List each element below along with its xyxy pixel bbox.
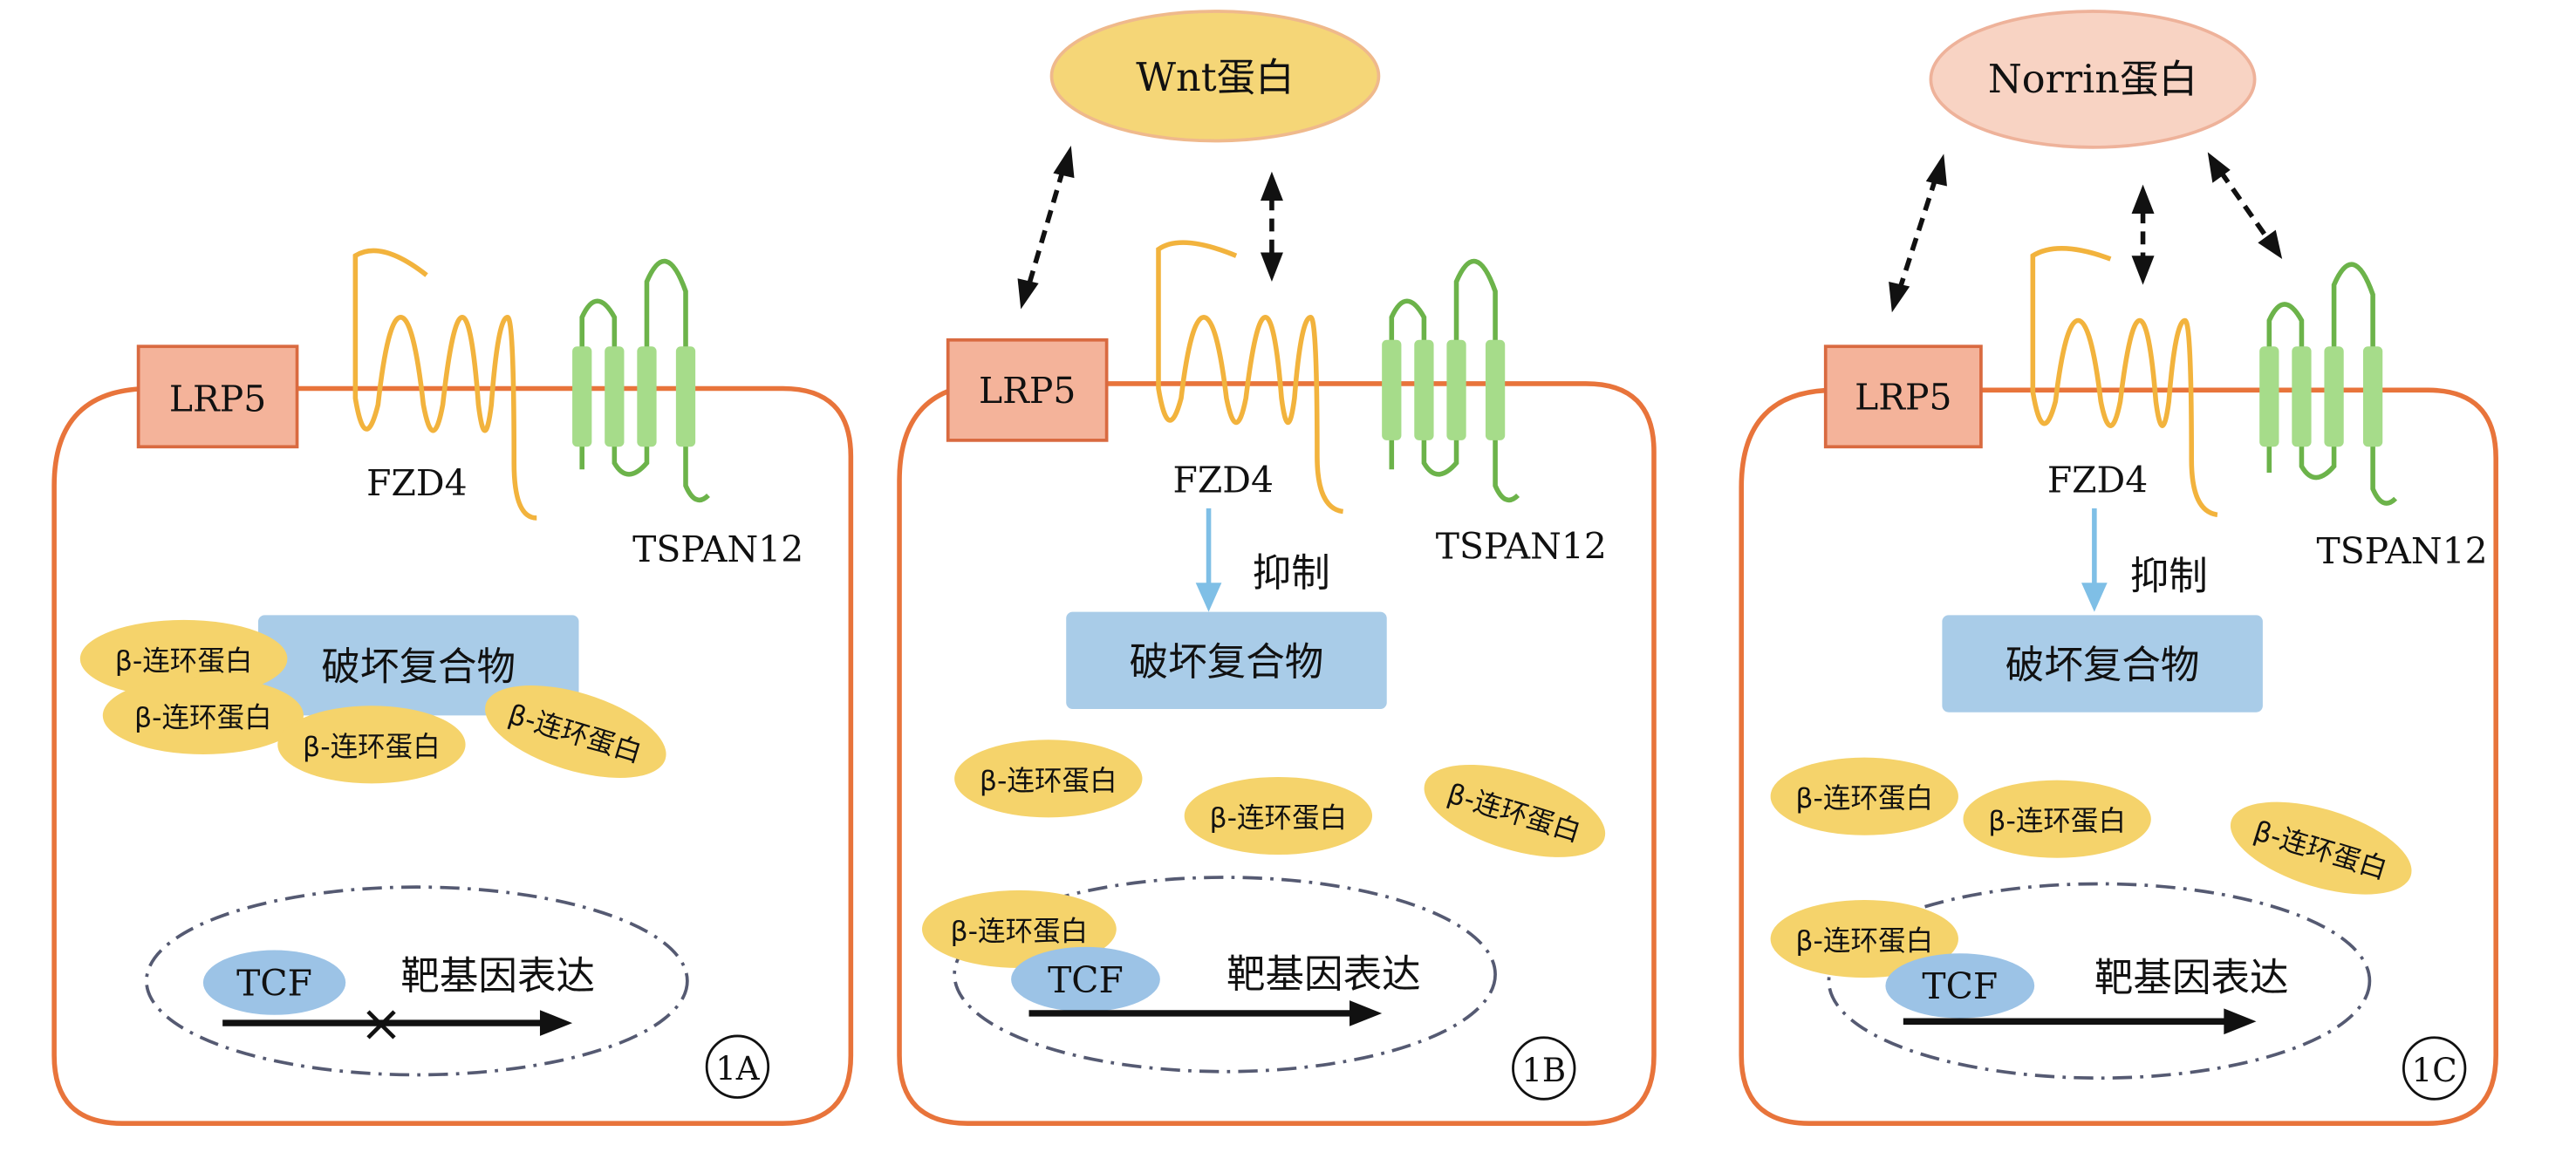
binding-arrow <box>1260 171 1283 282</box>
tspan12-label: TSPAN12 <box>2316 530 2487 572</box>
fzd4-label: FZD4 <box>366 462 467 504</box>
lrp5-label: LRP5 <box>169 378 266 419</box>
destruction-complex: 破坏复合物 <box>1942 615 2263 712</box>
svg-text:β-连环蛋白: β-连环蛋白 <box>1988 806 2126 837</box>
inhibit-label: 抑制 <box>2130 554 2208 599</box>
svg-text:破坏复合物: 破坏复合物 <box>321 644 516 690</box>
target-gene-label: 靶基因表达 <box>400 953 595 999</box>
binding-arrow <box>1889 153 1947 313</box>
panel-1b: Wnt蛋白 LRP5 FZD4 TSPAN12 <box>897 10 1657 1126</box>
norrin-protein: Norrin蛋白 <box>1929 10 2257 149</box>
fzd4-receptor <box>1156 240 1344 515</box>
svg-text:TCF: TCF <box>1922 965 1998 1007</box>
tspan12-label: TSPAN12 <box>632 528 803 570</box>
nucleus <box>145 885 689 1077</box>
beta-catenin: β-连环蛋白 <box>2230 801 2412 895</box>
beta-catenin: β-连环蛋白 <box>1770 757 1958 835</box>
destruction-complex: 破坏复合物 <box>257 615 579 716</box>
beta-catenin: β-连环蛋白 <box>1770 900 1958 978</box>
transcription-arrow <box>1028 1000 1383 1026</box>
inhibit-label: 抑制 <box>1253 550 1330 596</box>
block-mark: × <box>359 994 403 1054</box>
svg-text:β-连环蛋白: β-连环蛋白 <box>303 732 441 763</box>
destruction-complex: 破坏复合物 <box>1066 611 1387 709</box>
tcf: TCF <box>1011 946 1160 1012</box>
beta-catenin: β-连环蛋白 <box>277 706 466 784</box>
beta-catenin: β-连环蛋白 <box>1184 776 1373 856</box>
fzd4-label: FZD4 <box>1173 459 1274 501</box>
beta-catenin: β-连环蛋白 <box>1963 780 2151 858</box>
svg-text:TCF: TCF <box>236 963 312 1005</box>
inhibit-arrow <box>2081 508 2108 612</box>
lrp5-label: LRP5 <box>979 370 1076 412</box>
binding-arrow <box>2131 184 2155 285</box>
cell-membrane <box>1739 387 2498 1126</box>
nucleus <box>1827 882 2372 1081</box>
panel-1a: LRP5 FZD4 TSPAN12 破坏复合物 β-连环蛋白 β-连环蛋白 β-… <box>51 248 854 1126</box>
target-gene-label: 靶基因表达 <box>1227 951 1421 997</box>
svg-text:β-连环蛋白: β-连环蛋白 <box>1795 783 1933 815</box>
binding-arrow <box>2207 152 2283 259</box>
fzd4-receptor <box>352 248 537 521</box>
lrp5-label: LRP5 <box>1855 377 1951 419</box>
tcf: TCF <box>202 950 346 1015</box>
svg-text:β-连环蛋白: β-连环蛋白 <box>1210 802 1348 834</box>
svg-text:β-连环蛋白: β-连环蛋白 <box>134 702 272 733</box>
svg-text:1A: 1A <box>715 1050 761 1087</box>
fzd4-label: FZD4 <box>2047 459 2148 501</box>
svg-text:Wnt蛋白: Wnt蛋白 <box>1136 55 1294 100</box>
svg-text:1C: 1C <box>2412 1052 2457 1089</box>
tcf: TCF <box>1885 953 2035 1019</box>
svg-text:破坏复合物: 破坏复合物 <box>1130 639 1324 685</box>
cell-membrane <box>897 381 1657 1126</box>
beta-catenin: β-连环蛋白 <box>1424 764 1606 857</box>
lrp5-receptor: LRP5 <box>946 337 1109 442</box>
lrp5-receptor: LRP5 <box>136 344 299 449</box>
cell-membrane <box>51 385 854 1126</box>
beta-catenin: β-连环蛋白 <box>954 740 1143 818</box>
beta-catenin: β-连环蛋白 <box>102 676 304 754</box>
svg-text:1B: 1B <box>1521 1052 1566 1089</box>
blocked-transcription-arrow <box>222 1010 573 1036</box>
panel-label-1b: 1B <box>1512 1036 1576 1101</box>
panel-label-1a: 1A <box>705 1034 770 1099</box>
target-gene-label: 靶基因表达 <box>2094 955 2289 1000</box>
inhibit-arrow <box>1195 508 1222 612</box>
tspan12-receptor <box>2259 262 2398 506</box>
lrp5-receptor: LRP5 <box>1823 344 1983 449</box>
fzd4-receptor <box>2030 246 2218 518</box>
beta-catenin: β-连环蛋白 <box>79 619 288 698</box>
svg-text:TCF: TCF <box>1048 959 1124 1001</box>
tspan12-receptor <box>572 258 710 503</box>
nucleus <box>953 876 1497 1074</box>
binding-arrow <box>1017 146 1075 310</box>
svg-text:破坏复合物: 破坏复合物 <box>2005 643 2200 688</box>
panel-1c: Norrin蛋白 LRP5 FZD4 <box>1739 10 2498 1126</box>
wnt-protein: Wnt蛋白 <box>1049 10 1381 143</box>
svg-text:β-连环蛋白: β-连环蛋白 <box>980 766 1117 797</box>
panel-label-1c: 1C <box>2402 1036 2467 1101</box>
svg-text:β-连环蛋白: β-连环蛋白 <box>951 916 1089 947</box>
svg-text:Norrin蛋白: Norrin蛋白 <box>1988 57 2197 102</box>
tspan12-receptor <box>1382 258 1520 503</box>
svg-text:β-连环蛋白: β-连环蛋白 <box>1795 926 1933 958</box>
tspan12-label: TSPAN12 <box>1436 525 1607 567</box>
transcription-arrow <box>1903 1008 2257 1035</box>
svg-text:β-连环蛋白: β-连环蛋白 <box>115 645 253 677</box>
